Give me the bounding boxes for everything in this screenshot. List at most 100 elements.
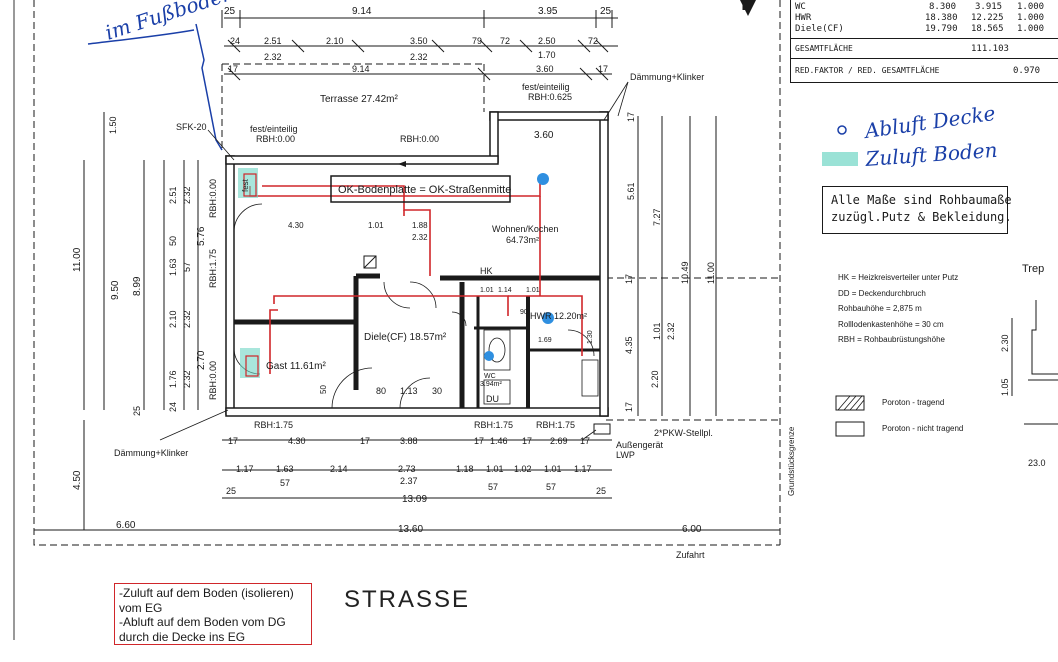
dim-side-2: 23.0 xyxy=(1028,458,1046,468)
dim-side-1: 1.05 xyxy=(1000,378,1010,396)
label-trep: Trep xyxy=(1022,263,1044,275)
dim-bot1-6: 17 xyxy=(522,436,532,446)
dim-r3-2: 3.60 xyxy=(536,64,554,74)
area-cell: 18.380 xyxy=(925,13,958,23)
dim-bot3-2: 25 xyxy=(596,486,606,496)
label-fest-einteilig-1: fest/einteilig xyxy=(250,124,298,134)
legend-abluft-circle xyxy=(837,125,847,135)
label-daemmung-2: Dämmung+Klinker xyxy=(114,448,188,458)
dim-int1-0: 4.30 xyxy=(288,221,304,230)
dim-bot2-5: 2.37 xyxy=(400,476,418,486)
zuluft-marker-2 xyxy=(240,348,260,378)
room-wohnen-area: 64.73m² xyxy=(506,235,539,245)
room-terrasse: Terrasse 27.42m² xyxy=(320,94,398,105)
walls xyxy=(225,111,609,417)
dim-left-tot-2: 8.99 xyxy=(132,276,143,296)
sanitary-fixtures xyxy=(483,329,599,405)
zuluft-outlet-2 xyxy=(245,355,259,377)
ventilation-note-line-2: vom EG xyxy=(119,600,163,615)
room-wc: WC xyxy=(484,373,496,380)
dim-side-0: 2.30 xyxy=(1000,334,1010,352)
dim-bot4-2: 6.00 xyxy=(682,524,702,535)
dim-r3-1: 9.14 xyxy=(352,64,370,74)
room-wohnen: Wohnen/Kochen xyxy=(492,224,558,234)
label-rbh-left-2: RBH:1.75 xyxy=(208,249,218,288)
dim-r3-3: 17 xyxy=(598,64,608,74)
dim-int2-1: 1.14 xyxy=(498,287,512,294)
handwriting-stroke xyxy=(87,29,195,45)
label-fest-einteilig-2: fest/einteilig xyxy=(522,82,570,92)
area-table: WC 8.300 3.915 1.000 HWR 18.380 12.225 1… xyxy=(790,0,1058,83)
dim-r2-5: 2.32 xyxy=(410,52,428,62)
dim-top-c: 3.95 xyxy=(538,6,558,17)
dim-bot4-1: 13.60 xyxy=(398,524,423,535)
dim-right-10: 17 xyxy=(624,402,634,412)
dim-left-5: 57 xyxy=(182,262,192,272)
dim-int2-4: 1.01 xyxy=(526,287,540,294)
dim-r2-6: 79 xyxy=(472,36,482,46)
dim-bot2-9: 1.01 xyxy=(544,464,562,474)
label-lwp: LWP xyxy=(616,450,635,460)
dim-left-4: 1.63 xyxy=(168,258,178,276)
dim-bot1-5: 1.46 xyxy=(490,436,508,446)
label-grundstuecksgrenze: Grundstücksgrenze xyxy=(787,426,796,496)
ventilation-note-line-3: -Abluft auf dem Boden vom DG xyxy=(119,615,286,629)
left-dimension-lines xyxy=(83,112,199,530)
dim-bot1-7: 2.69 xyxy=(550,436,568,446)
handwritten-abluft-decke: Abluft Decke xyxy=(861,101,996,143)
area-row-name: HWR xyxy=(795,13,812,23)
area-total-label: GESAMTFLÄCHE xyxy=(795,44,853,53)
dim-bot1-0: 17 xyxy=(228,436,238,446)
area-cell: 1.000 xyxy=(1017,13,1045,23)
dim-int1-3: 2.32 xyxy=(412,233,428,242)
dim-left-1: 2.51 xyxy=(168,186,178,204)
dim-right-0: 17 xyxy=(626,112,636,122)
stair-symbol xyxy=(363,255,377,269)
legend-poroton-nicht-tragend: Poroton - nicht tragend xyxy=(882,424,964,433)
rohbaumasse-note: Alle Maße sind Rohbaumaße zuzügl.Putz & … xyxy=(822,186,1012,234)
label-sfk: SFK-20 xyxy=(176,122,207,132)
dim-bot2-12: 57 xyxy=(546,482,556,492)
dim-bot2-11: 57 xyxy=(488,482,498,492)
label-pkw: 2*PKW-Stellpl. xyxy=(654,428,713,438)
rohbaumasse-line-1: Alle Maße sind Rohbaumaße xyxy=(831,193,1012,207)
dim-left-11: 25 xyxy=(132,406,142,416)
stair-symbol-diagonal xyxy=(363,255,377,269)
dim-r2-8: 2.50 xyxy=(538,36,556,46)
dim-left-0: 1.50 xyxy=(108,116,118,134)
dim-r3-0: 17 xyxy=(228,64,238,74)
label-daemmung-1: Dämmung+Klinker xyxy=(630,72,704,82)
dim-r2-1: 2.51 xyxy=(264,36,282,46)
area-row-wc: WC xyxy=(795,2,806,12)
label-rbh-1: RBH:0.00 xyxy=(256,134,295,144)
area-red-value: 0.970 xyxy=(1013,66,1041,76)
dim-left-tot-4: 2.70 xyxy=(196,350,207,370)
street-label: STRASSE xyxy=(344,586,471,613)
legend-poroton-tragend: Poroton - tragend xyxy=(882,398,945,407)
dim-left-tot-0: 11.00 xyxy=(72,247,83,272)
dim-left-8: 1.76 xyxy=(168,370,178,388)
label-fest-short: fest xyxy=(241,178,250,192)
dim-int2-2: 90 xyxy=(520,309,528,316)
dim-top-d: 25 xyxy=(600,6,612,17)
dim-left-450: 4.50 xyxy=(72,470,83,490)
top-dimension-lines xyxy=(221,10,618,81)
area-cell: 19.790 xyxy=(925,24,958,34)
dim-right-7: 1.01 xyxy=(652,322,662,340)
abluft-dot-2 xyxy=(542,312,554,324)
handwriting-arrow xyxy=(195,23,223,151)
dim-left-7: 2.32 xyxy=(182,310,192,328)
area-table-divider xyxy=(791,58,1058,59)
room-hk: HK xyxy=(480,266,493,276)
flow-arrowhead xyxy=(398,161,406,167)
dim-left-tot-3: 5.76 xyxy=(196,226,207,246)
dim-bot2-3: 2.14 xyxy=(330,464,348,474)
dim-left-6: 2.10 xyxy=(168,310,178,328)
dim-bot2-4: 2.73 xyxy=(398,464,416,474)
handwritten-zuluft-boden: Zuluft Boden xyxy=(864,138,998,171)
area-cell: 18.565 xyxy=(971,24,1004,34)
label-rbh-left-3: RBH:0.00 xyxy=(208,361,218,400)
dim-bot1-1: 4.30 xyxy=(288,436,306,446)
room-hwr: HWR 12.20m² xyxy=(530,311,587,321)
bottom-dimension-lines xyxy=(34,439,780,531)
